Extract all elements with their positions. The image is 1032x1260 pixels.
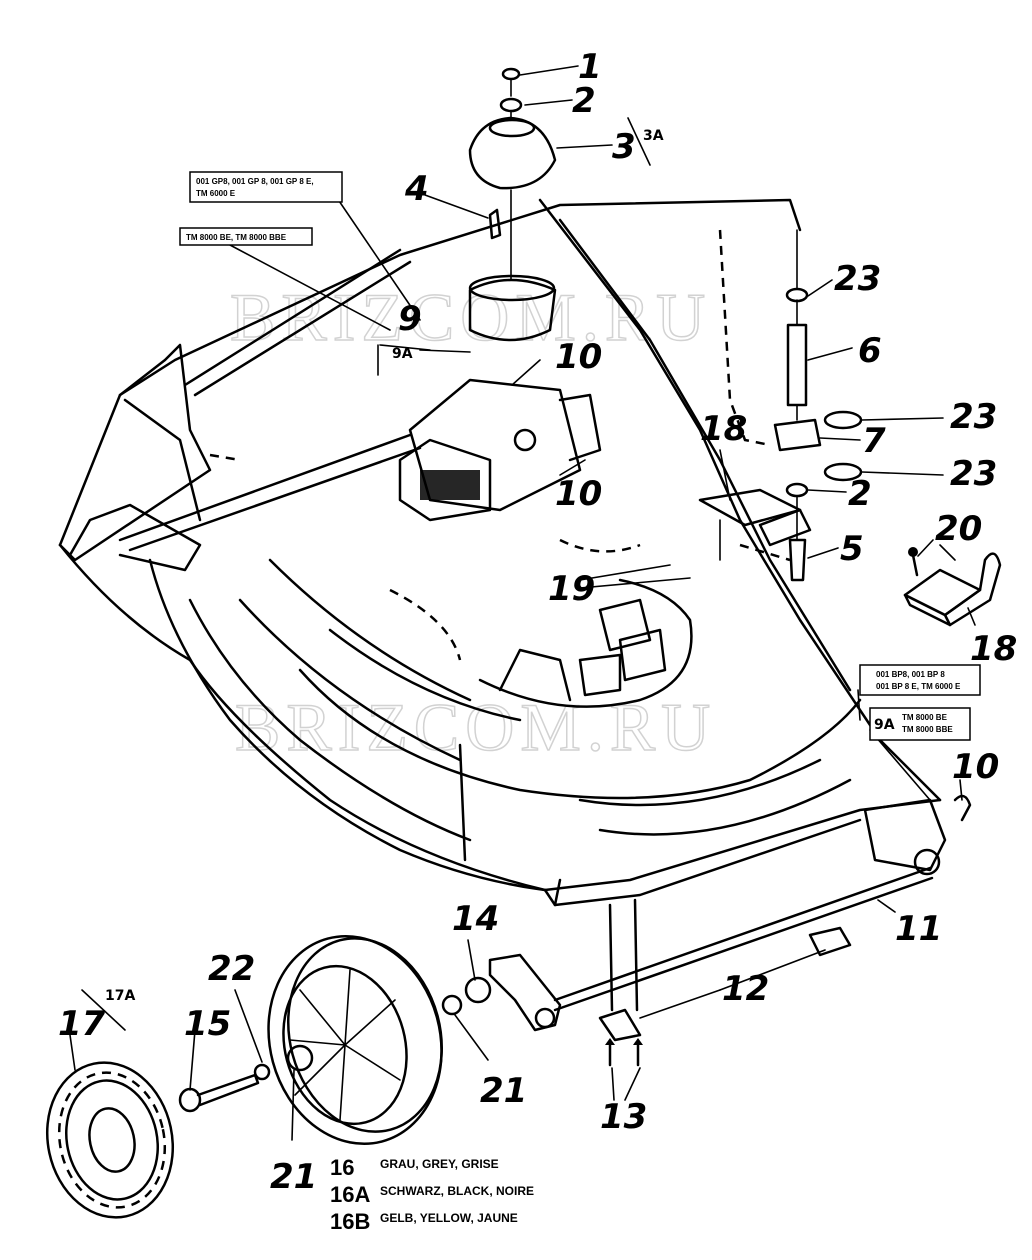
- callout-11: 11: [895, 909, 942, 949]
- watermark-top: BRIZCOM.RU: [230, 279, 711, 355]
- color-legend: 16 GRAU, GREY, GRISE 16A SCHWARZ, BLACK,…: [330, 1155, 534, 1234]
- callout-9a: 9A: [392, 346, 413, 362]
- leader-lines: [69, 65, 976, 1141]
- callout-19: 19: [548, 569, 595, 609]
- legend-num-16a: 16A: [330, 1182, 370, 1207]
- svg-text:001 BP8, 001 BP 8: 001 BP8, 001 BP 8: [876, 670, 945, 679]
- callout-1: 1: [578, 47, 602, 87]
- callout-23c: 23: [950, 454, 997, 494]
- legend-num-16: 16: [330, 1155, 354, 1180]
- callout-numbers: 1 2 3 3A 4 23 6 23 7 23 2 5 18 9 9A 10 1…: [58, 47, 1017, 1197]
- label-box-right-upper: 001 BP8, 001 BP 8 001 BP 8 E, TM 6000 E: [859, 664, 981, 696]
- svg-text:001 BP 8 E, TM 6000 E: 001 BP 8 E, TM 6000 E: [876, 682, 961, 691]
- mower-deck-housing: [58, 198, 942, 1012]
- height-adjust-hardware: [698, 229, 863, 582]
- callout-18a: 18: [700, 409, 747, 449]
- callout-3a: 3A: [643, 128, 664, 144]
- callout-7: 7: [862, 421, 886, 461]
- motor-assembly: [118, 248, 602, 552]
- callout-5: 5: [840, 529, 864, 569]
- wheel-assembly: [45, 934, 492, 1219]
- watermark-middle: BRIZCOM.RU: [235, 689, 716, 765]
- callout-13: 13: [600, 1097, 647, 1137]
- legend-text-16b: GELB, YELLOW, JAUNE: [380, 1211, 518, 1225]
- callout-2a: 2: [572, 81, 596, 121]
- svg-text:9A: 9A: [874, 717, 895, 733]
- svg-text:001 GP8, 001 GP 8, 001 GP 8 E,: 001 GP8, 001 GP 8, 001 GP 8 E,: [196, 177, 314, 186]
- svg-text:TM 8000 BE: TM 8000 BE: [902, 713, 948, 722]
- callout-10b: 10: [555, 474, 602, 514]
- callout-15: 15: [184, 1004, 231, 1044]
- svg-text:TM 8000 BBE: TM 8000 BBE: [902, 725, 953, 734]
- callout-18b: 18: [970, 629, 1017, 669]
- callout-22: 22: [208, 949, 255, 989]
- callout-3: 3: [612, 127, 636, 167]
- callout-17: 17: [58, 1004, 106, 1044]
- callout-9: 9: [398, 299, 422, 339]
- callout-23a: 23: [834, 259, 881, 299]
- callout-10c: 10: [952, 747, 999, 787]
- label-box-top-upper: 001 GP8, 001 GP 8, 001 GP 8 E, TM 6000 E: [189, 171, 343, 203]
- front-axle-assembly: [488, 794, 972, 1067]
- callout-12: 12: [722, 969, 769, 1009]
- callout-10a: 10: [555, 337, 602, 377]
- label-box-right-lower: 9A TM 8000 BE TM 8000 BBE: [869, 707, 971, 741]
- legend-text-16a: SCHWARZ, BLACK, NOIRE: [380, 1184, 534, 1198]
- label-box-top-lower: TM 8000 BE, TM 8000 BBE: [179, 227, 313, 246]
- callout-17a: 17A: [105, 988, 135, 1004]
- callout-23b: 23: [950, 397, 997, 437]
- callout-2b: 2: [848, 474, 872, 514]
- callout-14: 14: [452, 899, 499, 939]
- top-cap-parts: [468, 67, 557, 281]
- callout-6: 6: [858, 331, 882, 371]
- bracket-18-detached: [903, 544, 1002, 627]
- callout-21a: 21: [480, 1071, 527, 1111]
- legend-num-16b: 16B: [330, 1209, 370, 1234]
- svg-text:TM 6000 E: TM 6000 E: [196, 189, 236, 198]
- callout-21b: 21: [270, 1157, 317, 1197]
- callout-4: 4: [404, 169, 429, 209]
- callout-20: 20: [935, 509, 982, 549]
- legend-text-16: GRAU, GREY, GRISE: [380, 1157, 499, 1171]
- svg-text:TM 8000 BE, TM 8000 BBE: TM 8000 BE, TM 8000 BBE: [186, 233, 287, 242]
